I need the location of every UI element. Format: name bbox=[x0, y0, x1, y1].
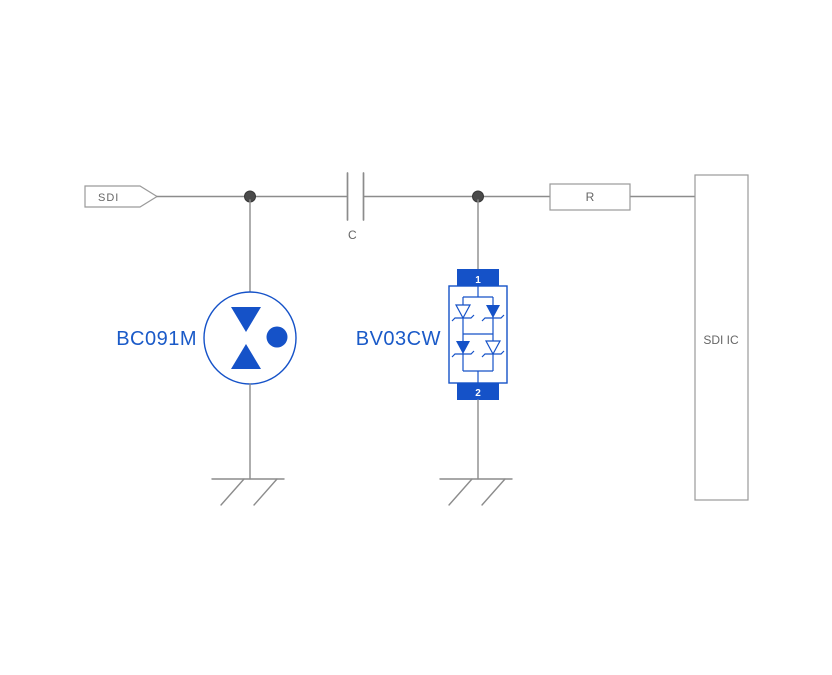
ground-symbol-left bbox=[211, 478, 285, 506]
diode-bottom-left-bar bbox=[451, 350, 475, 358]
resistor: R bbox=[549, 183, 631, 211]
array-pin2-pad bbox=[457, 383, 499, 400]
diode-top-left-bar bbox=[451, 314, 475, 322]
ground-right-slash-2 bbox=[481, 478, 506, 506]
bv03cw-label: BV03CW bbox=[356, 328, 441, 350]
signal-tag-shape bbox=[84, 185, 159, 208]
sdi-ic: SDI IC bbox=[694, 174, 749, 501]
array-pin1-label: 1 bbox=[475, 275, 481, 286]
array-pin2-label: 2 bbox=[475, 388, 481, 399]
ic-body bbox=[694, 174, 749, 501]
diode-bottom-right bbox=[484, 340, 502, 356]
tvs-triangle-up bbox=[231, 344, 261, 369]
resistor-body bbox=[549, 183, 631, 211]
ic-label: SDI IC bbox=[703, 333, 739, 347]
ground-left-slash-1 bbox=[220, 478, 245, 506]
resistor-label: R bbox=[586, 190, 595, 204]
ground-symbol-right bbox=[439, 478, 513, 506]
diode-top-right-bar bbox=[481, 314, 505, 322]
ground-right-slash-1 bbox=[448, 478, 473, 506]
array-pin1-pad bbox=[457, 269, 499, 286]
capacitor: C bbox=[346, 172, 365, 242]
diode-array-bv03cw: 1 2 BV03CW bbox=[356, 269, 508, 400]
diode-bottom-right-bar bbox=[481, 350, 505, 358]
capacitor-label: C bbox=[348, 228, 357, 242]
tvs-cathode-dot bbox=[266, 326, 288, 348]
diode-top-right bbox=[486, 305, 500, 318]
diode-bottom-left bbox=[456, 341, 470, 354]
tvs-diode-bc091m: BC091M bbox=[116, 291, 297, 385]
bc091m-label: BC091M bbox=[116, 328, 197, 350]
sdi-input-tag: SDI bbox=[84, 185, 159, 208]
array-body bbox=[448, 285, 508, 384]
ground-left-slash-2 bbox=[253, 478, 278, 506]
tvs-triangle-down bbox=[231, 307, 261, 332]
diode-top-left bbox=[454, 304, 472, 320]
signal-tag-label: SDI bbox=[98, 192, 119, 204]
